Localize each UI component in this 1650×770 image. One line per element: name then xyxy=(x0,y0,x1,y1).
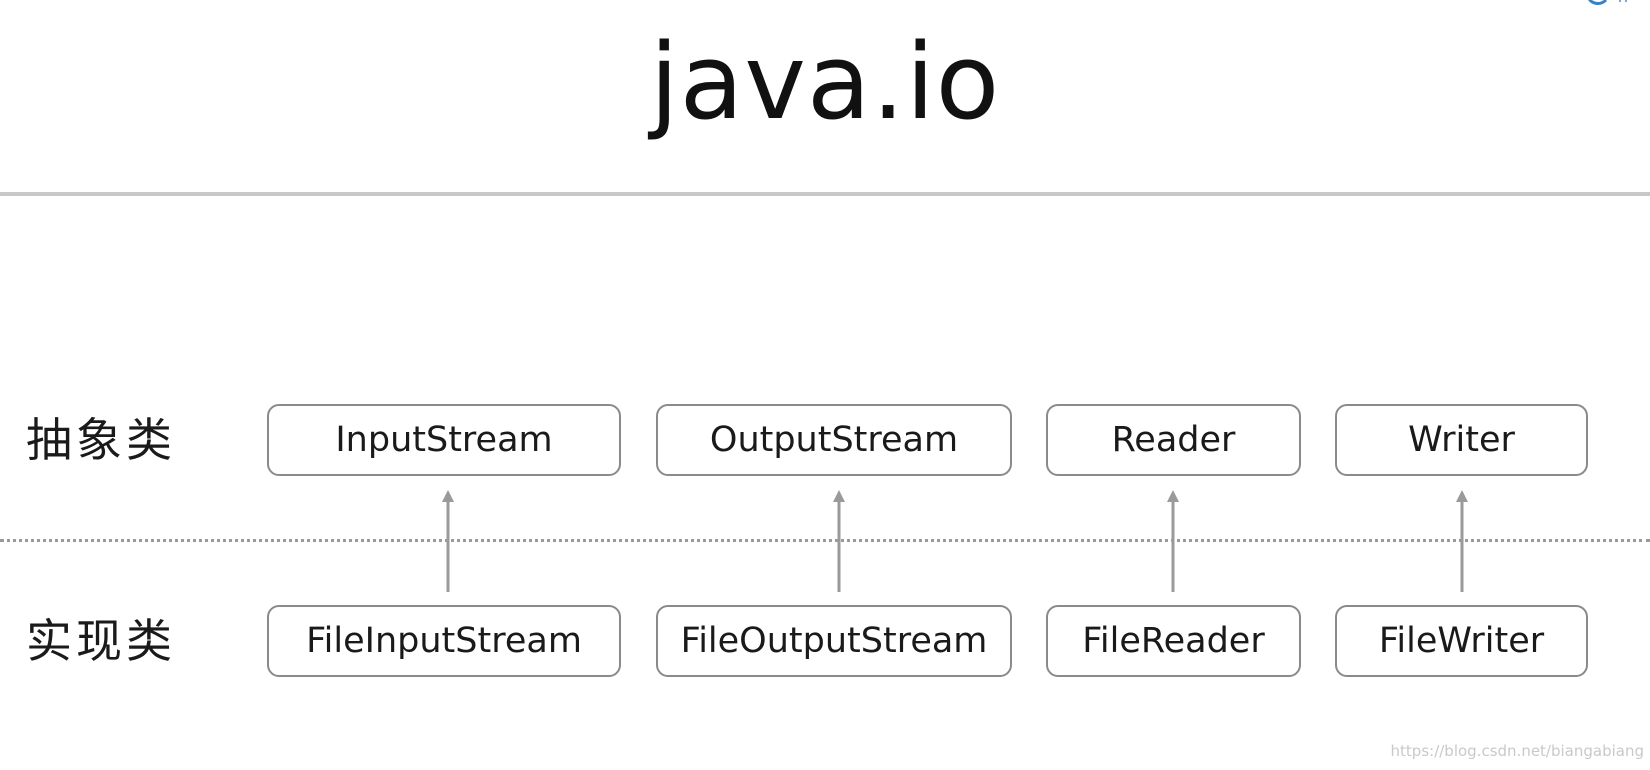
impl-class-box: FileInputStream xyxy=(267,605,621,677)
row-label-abstract: 抽象类 xyxy=(26,413,176,467)
layer-separator xyxy=(0,539,1650,542)
inheritance-arrow xyxy=(442,490,454,592)
abstract-class-box: Writer xyxy=(1335,404,1588,476)
impl-class-box: FileReader xyxy=(1046,605,1301,677)
inheritance-arrow xyxy=(833,490,845,592)
page-title: java.io xyxy=(649,21,1001,143)
row-label-impl: 实现类 xyxy=(26,614,176,668)
inheritance-arrow xyxy=(1167,490,1179,592)
header-divider xyxy=(0,192,1650,196)
abstract-class-box: Reader xyxy=(1046,404,1301,476)
watermark: https://blog.csdn.net/biangabiang xyxy=(1390,742,1644,760)
impl-class-box: FileWriter xyxy=(1335,605,1588,677)
inheritance-arrow xyxy=(1456,490,1468,592)
logo-fragment-icon xyxy=(1588,0,1627,5)
impl-class-box: FileOutputStream xyxy=(656,605,1012,677)
abstract-class-box: InputStream xyxy=(267,404,621,476)
abstract-class-box: OutputStream xyxy=(656,404,1012,476)
